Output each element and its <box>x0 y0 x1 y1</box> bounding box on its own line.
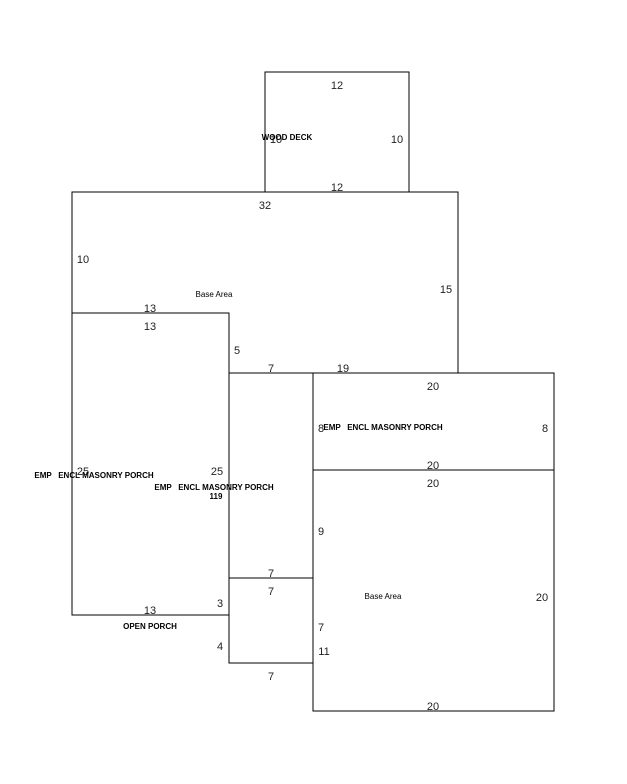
label-base-area-bottom: Base Area <box>365 592 402 601</box>
open-porch-outline <box>228 577 314 664</box>
dim-baseB-left: 9 <box>318 526 324 538</box>
emp-porch-left-outline <box>71 312 230 616</box>
dim-porchL-bottom: 13 <box>144 605 156 617</box>
dim-baseB-left-lowest: 11 <box>318 646 329 658</box>
dim-porchL-top: 13 <box>144 321 156 333</box>
label-wood-deck: WOOD DECK <box>262 133 313 142</box>
dim-porchR-left: 8 <box>318 423 324 435</box>
dim-porchR-right: 8 <box>542 423 548 435</box>
label-open-porch: OPEN PORCH <box>123 622 177 631</box>
dim-baseB-right: 20 <box>536 592 548 604</box>
base-area-bottom-outline <box>312 469 555 712</box>
label-emp-porch-center: EMP ENCL MASONRY PORCH <box>154 483 274 492</box>
dim-baseB-left-lower: 7 <box>318 622 324 634</box>
dim-open-left-lower: 4 <box>217 641 223 653</box>
dim-deck-bottom: 12 <box>331 182 343 194</box>
dim-baseB-top: 20 <box>427 478 439 490</box>
dim-porchR-top: 20 <box>427 381 439 393</box>
dim-base-bottom-segment: 19 <box>337 363 349 375</box>
emp-porch-center-outline <box>228 372 314 579</box>
label-emp-porch-center-area: 119 <box>210 492 223 501</box>
dim-base-step: 13 <box>144 303 156 315</box>
dim-deck-right: 10 <box>391 134 403 146</box>
dim-deck-left: 10 <box>270 134 282 146</box>
dim-open-left-upper: 3 <box>217 598 223 610</box>
dim-baseB-bottom: 20 <box>427 701 439 713</box>
label-base-area-top: Base Area <box>196 290 233 299</box>
dim-porchR-bottom: 20 <box>427 460 439 472</box>
dim-base-right: 15 <box>440 284 452 296</box>
dim-base-top: 32 <box>259 200 271 212</box>
dim-open-top-inner: 7 <box>268 586 274 598</box>
dim-porchL-left: 25 <box>77 466 89 478</box>
dim-porchL-right-upper: 5 <box>234 345 240 357</box>
dim-base-left: 10 <box>77 254 89 266</box>
dim-open-bottom: 7 <box>268 671 274 683</box>
base-area-top-outline <box>71 191 459 373</box>
dim-open-top-outer: 7 <box>268 568 274 580</box>
dim-deck-top: 12 <box>331 80 343 92</box>
label-emp-porch-left: EMP ENCL MASONRY PORCH <box>34 471 154 480</box>
dim-porchL-right: 25 <box>211 466 223 478</box>
label-emp-porch-right: EMP ENCL MASONRY PORCH <box>323 423 443 432</box>
dim-center-top: 7 <box>268 363 274 375</box>
